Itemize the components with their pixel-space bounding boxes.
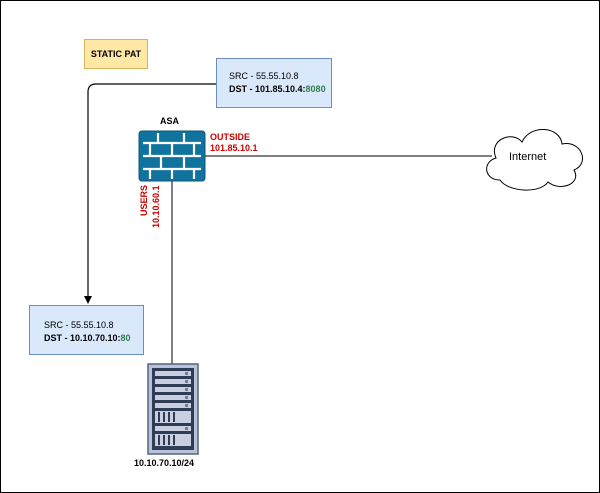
users-interface-ip: 10.10.60.1 — [151, 185, 161, 228]
internet-cloud-icon[interactable] — [486, 129, 584, 191]
users-interface-name: USERS — [139, 184, 149, 216]
nat-outside-src: SRC - 55.55.10.8 — [229, 71, 299, 81]
server-rack-icon[interactable] — [147, 363, 199, 455]
users-interface-label: USERS 10.10.60.1 — [137, 180, 187, 230]
nat-inside-dst-address: DST - 10.10.70.10: — [44, 333, 121, 343]
nat-inside-dst-port: 80 — [120, 333, 131, 343]
server-network-label: 10.10.70.10/24 — [134, 458, 195, 468]
nat-outside-dst-address: DST - 101.85.10.4: — [229, 84, 306, 94]
static-pat-label: STATIC PAT — [84, 39, 148, 69]
nat-inside-dst: DST - 10.10.70.10:80 — [44, 332, 143, 345]
nat-outside-dst: DST - 101.85.10.4:8080 — [229, 83, 331, 96]
nat-inside-src: SRC - 55.55.10.8 — [44, 320, 114, 330]
outside-interface-name: OUTSIDE — [210, 132, 251, 142]
outside-interface-ip: 101.85.10.1 — [210, 143, 258, 153]
nat-inside-box[interactable]: SRC - 55.55.10.8 DST - 10.10.70.10:80 — [29, 305, 144, 355]
nat-flow-arrow — [84, 83, 216, 304]
nat-outside-dst-port: 8080 — [305, 84, 326, 94]
internet-label: Internet — [509, 151, 547, 163]
nat-outside-box[interactable]: SRC - 55.55.10.8 DST - 101.85.10.4:8080 — [216, 58, 332, 108]
firewall-icon[interactable] — [138, 130, 206, 182]
firewall-name: ASA — [160, 116, 180, 126]
outside-interface-label: OUTSIDE 101.85.10.1 — [210, 132, 258, 154]
